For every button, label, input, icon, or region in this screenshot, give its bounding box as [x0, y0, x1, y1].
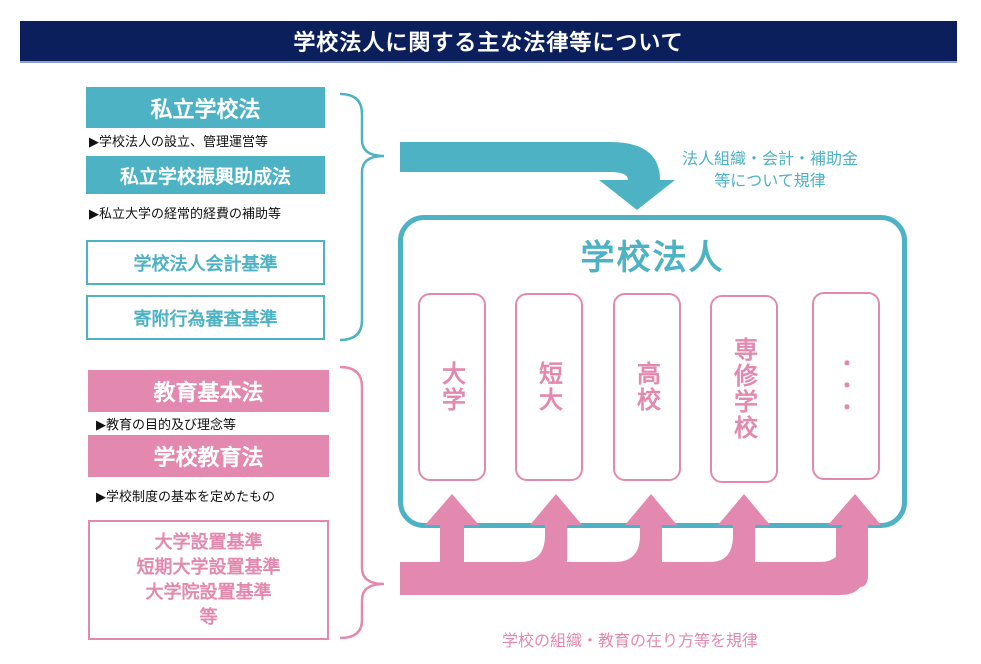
pink-arrow-1 [425, 494, 479, 562]
school-high-school: 高校 [613, 293, 681, 481]
establishment-standards: 大学設置基準 短期大学設置基準 大学院設置基準 等 [88, 520, 329, 640]
standard-item: 等 [199, 607, 218, 628]
law-note: ▶学校制度の基本を定めたもの [96, 490, 275, 505]
pink-brace [339, 365, 385, 640]
law-basic-education-act: 教育基本法 [88, 370, 329, 412]
school-others: ・・・ [812, 292, 880, 480]
page-title: 学校法人に関する主な法律等について [20, 21, 957, 63]
pink-arrow-caption: 学校の組織・教育の在り方等を規律 [501, 631, 758, 650]
pink-arrow-2 [520, 494, 582, 562]
pink-arrow-5 [820, 494, 881, 562]
law-note: ▶私立大学の経常的経費の補助等 [89, 207, 281, 222]
school-university: 大学 [418, 293, 486, 481]
caption-line: 等について規律 [714, 171, 826, 190]
pink-arrow-3 [615, 494, 677, 562]
caption-line: 法人組織・会計・補助金 [681, 149, 858, 168]
standard-item: 大学設置基準 [154, 532, 263, 553]
law-private-school-promotion-act: 私立学校振興助成法 [86, 156, 325, 194]
law-private-school-act: 私立学校法 [86, 87, 325, 128]
teal-arrow [400, 142, 675, 210]
standard-accounting: 学校法人会計基準 [86, 240, 325, 285]
standard-item: 短期大学設置基準 [136, 557, 281, 578]
school-vocational: 専修学校 [710, 295, 778, 483]
pink-arrow-trunk [400, 522, 868, 587]
teal-brace [339, 92, 385, 342]
pink-arrow-4 [710, 494, 770, 562]
school-junior-college: 短大 [515, 293, 583, 481]
teal-arrow-caption: 法人組織・会計・補助金 等について規律 [665, 148, 875, 192]
standard-item: 大学院設置基準 [145, 582, 272, 603]
standard-endowment-review: 寄附行為審査基準 [86, 295, 325, 340]
law-note: ▶学校法人の設立、管理運営等 [89, 135, 268, 150]
corporation-title: 学校法人 [580, 238, 725, 278]
law-school-education-act: 学校教育法 [88, 435, 329, 477]
law-note: ▶教育の目的及び理念等 [96, 418, 236, 433]
